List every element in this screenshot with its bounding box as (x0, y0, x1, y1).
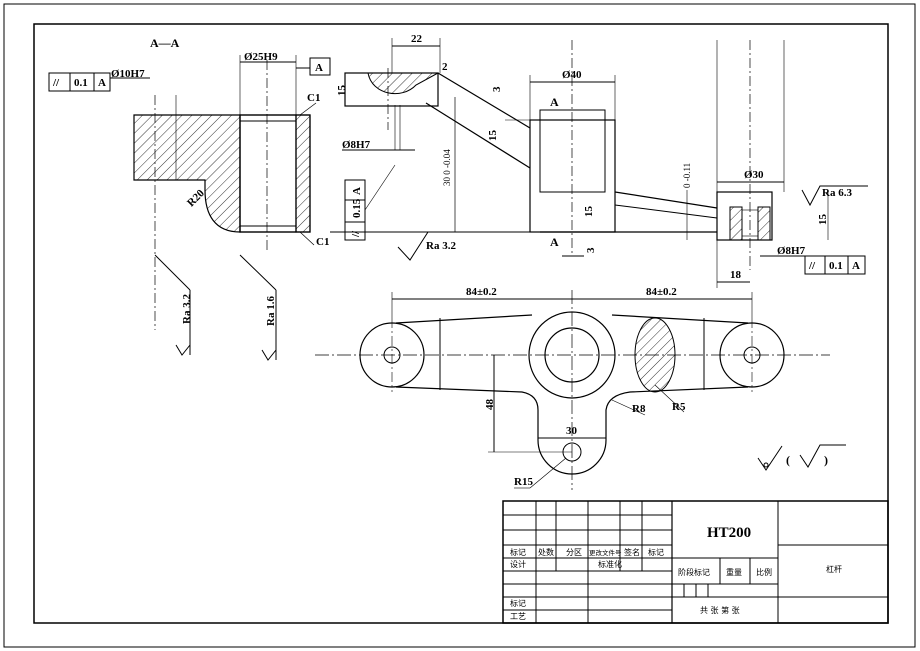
radius-r8: R8 (632, 403, 646, 415)
svg-text:Ø25H9: Ø25H9 (244, 51, 278, 63)
dim-30-vert: 30 0 -0.04 (442, 149, 452, 186)
material: HT200 (707, 525, 751, 541)
svg-text:(: ( (786, 453, 790, 467)
general-roughness-note: ( ) (757, 444, 846, 471)
roughness-ra32-top: Ra 3.2 (397, 231, 490, 261)
tb-weight: 重量 (726, 567, 742, 577)
dim-15-far: 15 (817, 214, 829, 226)
inner-border (33, 23, 889, 624)
chamfer-top: C1 (307, 92, 320, 104)
dim-22: 22 (411, 33, 423, 45)
tolerance-frame-left-vertical: A 0.15 // (344, 164, 396, 241)
svg-text:0.1: 0.1 (829, 260, 843, 272)
svg-text:A: A (351, 187, 363, 195)
tb-standardize: 标准化 (598, 559, 622, 569)
dim-15-mid: 15 (487, 130, 499, 142)
tol-datum: A (98, 77, 106, 89)
part-name: 杠杆 (826, 564, 842, 574)
roughness-ra16: Ra 1.6 (239, 254, 277, 361)
svg-text:): ) (824, 453, 828, 467)
section-mark-a-bottom: A (550, 235, 559, 249)
datum-box-a: A (315, 62, 323, 74)
section-title: A—A (150, 36, 180, 50)
tb-stage-mark: 阶段标记 (678, 567, 710, 577)
roughness-ra63: Ra 6.3 (801, 185, 868, 207)
dim-8h7-left: Ø8H7 (342, 139, 371, 151)
dim-18: 18 (730, 269, 742, 281)
radius-r20: R20 (185, 187, 207, 209)
dim-3-bottom: 3 (585, 247, 597, 253)
tb-header-2: 分区 (566, 548, 582, 557)
dim-2: 2 (442, 61, 448, 73)
dim-48: 48 (484, 399, 496, 411)
dim-bore-25: Ø25H9 A (239, 51, 331, 115)
tb-process: 工艺 (510, 612, 526, 621)
dim-d30: Ø30 (744, 169, 764, 181)
parallel-symbol: // (52, 77, 60, 89)
tb-row-mark: 标记 (510, 598, 526, 608)
svg-text:Ra 3.2: Ra 3.2 (426, 240, 456, 252)
dim-84-right: 84±0.2 (646, 286, 677, 298)
tb-header-0: 标记 (510, 547, 526, 557)
tb-header-1: 处数 (538, 547, 554, 557)
title-block (502, 500, 889, 624)
section-body (133, 60, 311, 330)
dim-d40: Ø40 (562, 69, 582, 81)
tb-design: 设计 (510, 559, 526, 569)
tb-scale: 比例 (756, 567, 772, 577)
lever-plan-view (315, 290, 830, 490)
svg-text:Ra 1.6: Ra 1.6 (265, 296, 277, 326)
tolerance-frame-top-left: // 0.1 A Ø10H7 (48, 68, 150, 92)
outer-border (3, 3, 916, 648)
dim-0-tol: 0 -0.11 (682, 163, 692, 188)
dim-3-top: 3 (491, 86, 503, 92)
tb-sheets: 共 张 第 张 (700, 605, 740, 615)
dim-15-top: 15 (336, 85, 348, 97)
dim-84-left: 84±0.2 (466, 286, 497, 298)
right-boss (716, 40, 785, 270)
tol-value: 0.1 (74, 77, 88, 89)
svg-text:0.15: 0.15 (351, 198, 363, 218)
front-view (330, 40, 718, 255)
chamfer-bottom: C1 (316, 236, 329, 248)
tb-header-4: 签名 (624, 547, 640, 557)
tolerance-frame-right: // 0.1 A (804, 255, 866, 275)
dim-8h7-right: Ø8H7 (777, 245, 806, 257)
svg-text:Ra 6.3: Ra 6.3 (822, 187, 852, 199)
dim-15-right: 15 (583, 206, 595, 218)
tb-header-5: 标记 (648, 547, 664, 557)
svg-text:A: A (852, 260, 860, 272)
dim-30-bottom: 30 (566, 425, 578, 437)
section-mark-a-top: A (550, 95, 559, 109)
tb-header-3: 更改文件号 (589, 548, 622, 557)
svg-text://: // (808, 260, 816, 272)
radius-r15: R15 (514, 476, 533, 488)
roughness-ra32-left: Ra 3.2 (154, 254, 193, 356)
tol-note: Ø10H7 (111, 68, 145, 80)
svg-text://: // (350, 230, 362, 238)
svg-text:Ra 3.2: Ra 3.2 (181, 294, 193, 324)
